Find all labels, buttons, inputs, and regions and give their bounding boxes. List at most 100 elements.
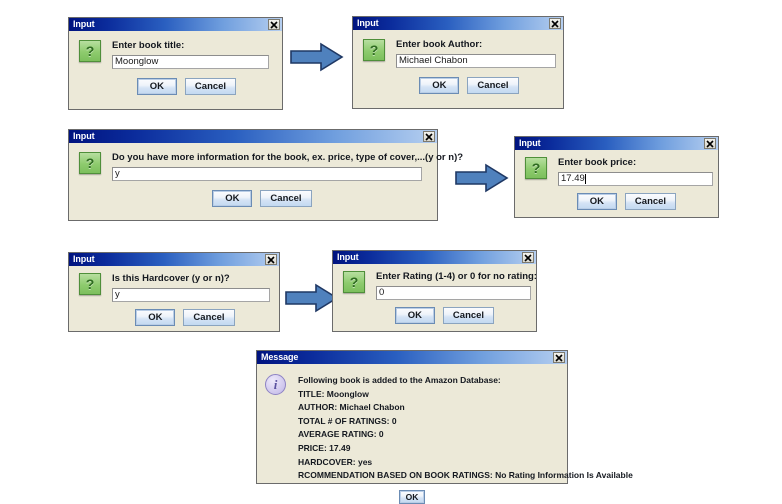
book-price-input[interactable]: 17.49 [558,172,713,186]
ok-button[interactable]: OK [394,307,435,324]
input-value: Michael Chabon [399,55,468,66]
titlebar[interactable]: Input [69,130,437,143]
window-title: Message [261,352,299,362]
message-line-title: TITLE: Moonglow [298,388,369,399]
button-row: OK Cancel [375,77,563,94]
book-author-input[interactable]: Michael Chabon [396,54,556,68]
ok-button[interactable]: OK [398,489,426,504]
close-icon[interactable] [522,252,534,263]
content-row: ? Enter book price: 17.49 [515,150,718,186]
ok-button[interactable]: OK [419,77,460,94]
hardcover-input[interactable]: y [112,288,270,302]
window-title: Input [519,138,541,148]
message-line-price: PRICE: 17.49 [298,442,351,453]
close-icon[interactable] [704,138,716,149]
input-value: 0 [379,287,385,298]
cancel-button[interactable]: Cancel [184,78,237,95]
dialog-body: i Following book is added to the Amazon … [257,364,633,504]
rating-input[interactable]: 0 [376,286,531,300]
button-row: OK Cancel [535,193,718,210]
fields: Is this Hardcover (y or n)? y [112,273,270,302]
input-dialog-rating[interactable]: Input ? Enter Rating (1-4) or 0 for no r… [332,250,537,332]
cancel-button[interactable]: Cancel [260,190,312,207]
content-row: ? Enter Rating (1-4) or 0 for no rating:… [333,264,537,300]
question-icon: ? [79,273,101,295]
more-info-input[interactable]: y [112,167,422,181]
window-title: Input [73,19,95,29]
content-row: ? Is this Hardcover (y or n)? y [69,266,279,302]
ok-button[interactable]: OK [576,193,617,210]
close-icon[interactable] [553,352,565,363]
book-title-input[interactable]: Moonglow [112,55,269,69]
cancel-button[interactable]: Cancel [624,193,677,210]
input-dialog-price[interactable]: Input ? Enter book price: 17.49 OK Cance… [514,136,719,218]
message-dialog[interactable]: Message i Following book is added to the… [256,350,633,504]
question-icon-glyph: ? [531,160,541,176]
question-icon-glyph: ? [85,155,95,171]
dialog-body: ? Do you have more information for the b… [69,143,463,220]
titlebar[interactable]: Input [353,17,563,30]
arrow-title-to-author [290,42,344,77]
arrow-moreinfo-to-price [455,163,509,198]
fields: Enter book title: Moonglow [112,40,272,69]
input-dialog-hardcover[interactable]: Input ? Is this Hardcover (y or n)? y OK… [68,252,280,332]
message-line-average-rating: AVERAGE RATING: 0 [298,429,384,440]
cancel-button[interactable]: Cancel [467,77,519,94]
dialog-body: ? Enter Rating (1-4) or 0 for no rating:… [333,264,537,331]
cancel-button[interactable]: Cancel [183,309,235,326]
input-dialog-title[interactable]: Input ? Enter book title: Moonglow OK Ca… [68,17,283,110]
close-icon[interactable] [423,131,435,142]
message-line-author: AUTHOR: Michael Chabon [298,402,405,413]
titlebar[interactable]: Input [333,251,536,264]
prompt-label: Enter Rating (1-4) or 0 for no rating: [376,271,537,282]
dialog-body: ? Enter book price: 17.49 OK Cancel [515,150,718,217]
close-icon[interactable] [265,254,277,265]
dialog-body: ? Enter book Author: Michael Chabon OK C… [353,30,563,108]
button-row: OK [257,489,567,504]
input-dialog-author[interactable]: Input ? Enter book Author: Michael Chabo… [352,16,564,109]
fields: Enter Rating (1-4) or 0 for no rating: 0 [376,271,537,300]
close-icon[interactable] [549,18,561,29]
cancel-button[interactable]: Cancel [442,307,495,324]
content-row: i Following book is added to the Amazon … [257,364,633,483]
input-dialog-more-info[interactable]: Input ? Do you have more information for… [68,129,463,221]
button-row: OK Cancel [353,307,536,324]
message-line-hardcover: HARDCOVER: yes [298,456,373,467]
question-icon: ? [79,40,101,62]
titlebar[interactable]: Input [515,137,718,150]
question-icon-glyph: ? [349,274,359,290]
info-icon-glyph: i [273,377,278,392]
titlebar[interactable]: Message [257,351,567,364]
question-icon-glyph: ? [85,276,95,292]
message-line: Following book is added to the Amazon Da… [298,375,501,385]
prompt-label: Is this Hardcover (y or n)? [112,273,230,284]
prompt-label: Enter book Author: [396,39,483,50]
window-title: Input [357,18,379,28]
input-value: Moonglow [115,56,159,67]
ok-button[interactable]: OK [135,309,176,326]
prompt-label: Do you have more information for the boo… [112,152,464,163]
titlebar[interactable]: Input [69,253,279,266]
fields: Enter book Author: Michael Chabon [396,39,556,68]
content-row: ? Enter book title: Moonglow [69,31,282,69]
message-lines: Following book is added to the Amazon Da… [298,374,633,483]
close-icon[interactable] [268,19,280,30]
window-title: Input [73,131,95,141]
window-title: Input [337,252,359,262]
content-row: ? Do you have more information for the b… [69,143,463,181]
input-value: y [115,168,120,179]
text-caret [584,174,586,184]
window-title: Input [73,254,95,264]
question-icon: ? [525,157,547,179]
titlebar[interactable]: Input [69,18,282,31]
prompt-label: Enter book title: [112,40,185,51]
arrow-hardcover-to-rating [285,283,339,318]
input-value: y [115,289,120,300]
ok-button[interactable]: OK [136,78,177,95]
question-icon: ? [363,39,385,61]
button-row: OK Cancel [91,78,282,95]
ok-button[interactable]: OK [212,190,253,207]
question-icon-glyph: ? [369,42,379,58]
button-row: OK Cancel [87,190,437,207]
question-icon: ? [79,152,101,174]
